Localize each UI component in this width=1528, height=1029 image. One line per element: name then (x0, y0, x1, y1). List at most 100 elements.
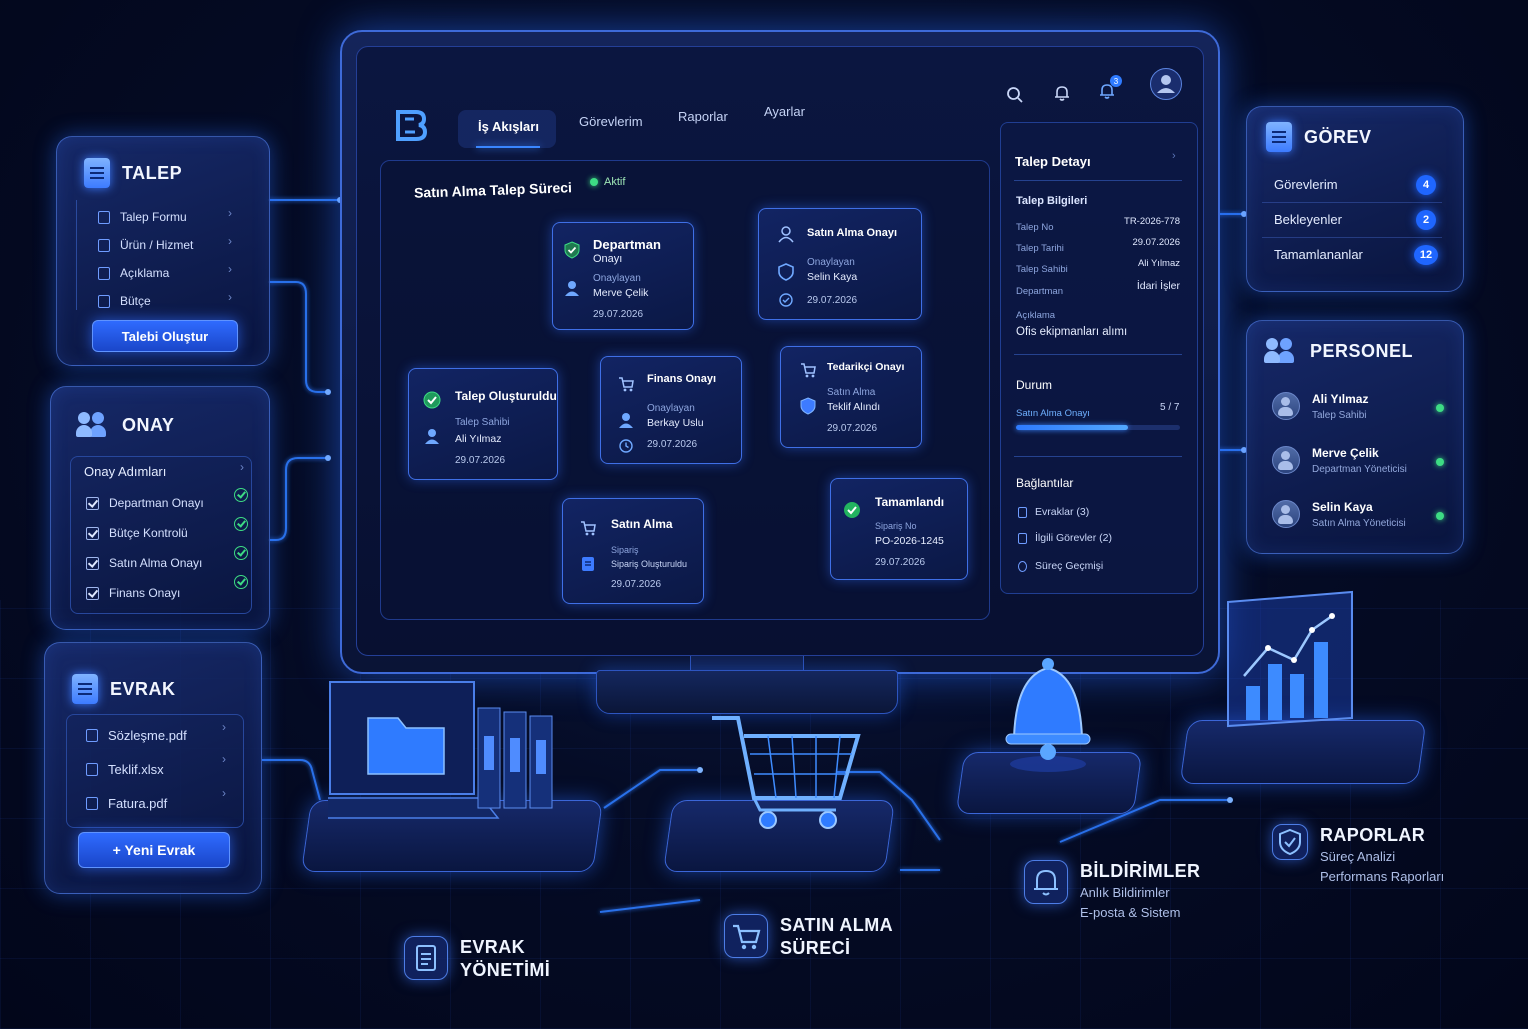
node-satin-alma-onayi[interactable]: Satın Alma Onayı Onaylayan Selin Kaya 29… (758, 208, 922, 320)
talep-item-label: Talep Formu (120, 210, 187, 224)
person-role: Talep Sahibi (1312, 410, 1367, 421)
talep-item-urun[interactable]: Ürün / Hizmet (98, 238, 193, 252)
bottom-title-line2: YÖNETİMİ (460, 960, 551, 980)
node-tamamlandi[interactable]: Tamamlandı Sipariş No PO-2026-1245 29.07… (830, 478, 968, 580)
evrak-panel-title: EVRAK (72, 674, 176, 704)
workflow-status-badge: Aktif (590, 176, 625, 188)
node-name: Sipariş Oluşturuldu (611, 559, 688, 569)
onay-step-label: Bütçe Kontrolü (109, 526, 188, 540)
file-icon (86, 729, 98, 742)
node-date: 29.07.2026 (647, 439, 698, 450)
cart-icon (724, 914, 768, 958)
edit-icon (98, 266, 110, 280)
node-title: Tamamlandı (875, 495, 945, 509)
monitor-stand (596, 670, 898, 714)
gorev-row-label: Bekleyenler (1274, 212, 1342, 227)
node-finans-onayi[interactable]: Finans Onayı Onaylayan Berkay Uslu 29.07… (600, 356, 742, 464)
talebi-olustur-button[interactable]: Talebi Oluştur (92, 320, 238, 352)
onay-step-finans[interactable]: Finans Onayı (86, 586, 180, 600)
tab-ayarlar[interactable]: Ayarlar (764, 104, 805, 119)
checkbox-checked-icon (86, 556, 99, 570)
notification-count-badge: 3 (1110, 75, 1122, 87)
workflow-status-label: Aktif (604, 176, 626, 188)
node-date: 29.07.2026 (593, 309, 644, 320)
status-step: Satın Alma Onayı (1016, 408, 1090, 419)
talep-item-aciklama[interactable]: Açıklama (98, 266, 169, 280)
satin-alma-sureci-label: SATIN ALMA SÜRECİ (724, 914, 893, 960)
bottom-subtitle: Performans Raporları (1320, 869, 1445, 884)
onay-step-satin-alma[interactable]: Satın Alma Onayı (86, 556, 202, 570)
link-surec-gecmisi[interactable]: Süreç Geçmişi (1018, 560, 1103, 572)
link-evraklar[interactable]: Evraklar (3) (1018, 506, 1089, 518)
document-icon (72, 674, 98, 704)
tab-is-akislari[interactable]: İş Akışları (478, 119, 539, 134)
yeni-evrak-button[interactable]: + Yeni Evrak (78, 832, 230, 868)
bell-glyph (1034, 869, 1058, 896)
checkbox-checked-icon (86, 586, 99, 600)
node-tedarikci-onayi[interactable]: Tedarikçi Onayı Satın Alma Teklif Alındı… (780, 346, 922, 448)
personel-title-label: PERSONEL (1310, 340, 1414, 361)
talep-item-label: Açıklama (120, 266, 170, 280)
task-icon (1018, 532, 1027, 544)
check-circle-icon (234, 575, 248, 589)
personel-row[interactable]: Selin Kaya Satın Alma Yöneticisi (1262, 492, 1452, 542)
tab-gorevlerim[interactable]: Görevlerim (579, 114, 643, 129)
talep-item-butce[interactable]: Bütçe (98, 294, 151, 308)
person-name: Selin Kaya (1312, 500, 1373, 514)
user-avatar[interactable] (1150, 68, 1182, 100)
talep-item-form[interactable]: Talep Formu (98, 210, 187, 224)
evrak-item-teklif[interactable]: Teklif.xlsx (86, 762, 164, 777)
bottom-title: BİLDİRİMLER (1080, 861, 1201, 881)
shopping-cart-illustration (712, 716, 861, 829)
tab-raporlar[interactable]: Raporlar (678, 109, 728, 124)
onay-step-label: Departman Onayı (109, 496, 204, 510)
field-value-description: Ofis ekipmanları alımı (1016, 326, 1128, 338)
status-progress-fill (1016, 425, 1128, 430)
check-circle-icon (779, 293, 793, 307)
node-satin-alma[interactable]: Satın Alma Sipariş Sipariş Oluşturuldu 2… (562, 498, 704, 604)
chevron-right-icon[interactable]: › (1172, 150, 1176, 162)
evrak-item-fatura[interactable]: Fatura.pdf (86, 796, 167, 811)
shield-chart-icon (1272, 824, 1308, 860)
node-name: Selin Kaya (807, 271, 858, 283)
person-role: Satın Alma Yöneticisi (1312, 518, 1406, 529)
node-title: Tedarikçi Onayı (827, 361, 905, 373)
bottom-subtitle: Süreç Analizi (1320, 849, 1396, 864)
product-icon (98, 238, 110, 252)
link-ilgili-gorevler[interactable]: İlgili Görevler (2) (1018, 532, 1112, 544)
node-name: PO-2026-1245 (875, 535, 944, 547)
gorev-row-tamamlananlar[interactable]: Tamamlananlar (1262, 238, 1442, 272)
talep-panel-title: TALEP (84, 158, 182, 188)
document-icon (84, 158, 110, 188)
checkbox-checked-icon (86, 496, 99, 510)
person-name: Ali Yılmaz (1312, 392, 1369, 406)
shield-check-icon (564, 241, 580, 259)
status-count: 5 / 7 (1160, 402, 1180, 413)
gorev-row-label: Tamamlananlar (1274, 247, 1363, 262)
gorev-title-label: GÖREV (1304, 126, 1372, 147)
evrak-item-sozlesme[interactable]: Sözleşme.pdf (86, 728, 187, 743)
node-departman-onayi[interactable]: Departman Onayı Onaylayan Merve Çelik 29… (552, 222, 694, 330)
notification-bell-icon[interactable] (1098, 82, 1116, 100)
divider (1014, 456, 1182, 457)
node-title: Finans Onayı (647, 373, 717, 385)
raporlar-label: RAPORLAR Süreç Analizi Performans Raporl… (1272, 824, 1444, 887)
onay-step-butce[interactable]: Bütçe Kontrolü (86, 526, 188, 540)
search-icon[interactable] (1006, 86, 1024, 104)
personel-row[interactable]: Ali Yılmaz Talep Sahibi (1262, 384, 1452, 434)
node-sub: Onaylayan (593, 273, 641, 284)
node-title: Departman (593, 237, 661, 252)
tamamlananlar-count-badge: 12 (1414, 245, 1438, 265)
link-label: Evraklar (3) (1035, 506, 1090, 518)
onay-step-departman[interactable]: Departman Onayı (86, 496, 204, 510)
person-icon (778, 226, 794, 243)
status-title: Durum (1016, 378, 1053, 392)
status-progress-bar (1016, 425, 1180, 430)
field-label-description: Açıklama (1016, 310, 1056, 321)
bell-icon[interactable] (1053, 84, 1071, 102)
field-value: İdari İşler (1136, 280, 1180, 292)
gorev-row-bekleyenler[interactable]: Bekleyenler (1262, 203, 1442, 238)
gorev-row-gorevlerim[interactable]: Görevlerim (1262, 168, 1442, 203)
personel-row[interactable]: Merve Çelik Departman Yöneticisi (1262, 438, 1452, 488)
node-talep-olusturuldu[interactable]: Talep Oluşturuldu Talep Sahibi Ali Yılma… (408, 368, 558, 480)
